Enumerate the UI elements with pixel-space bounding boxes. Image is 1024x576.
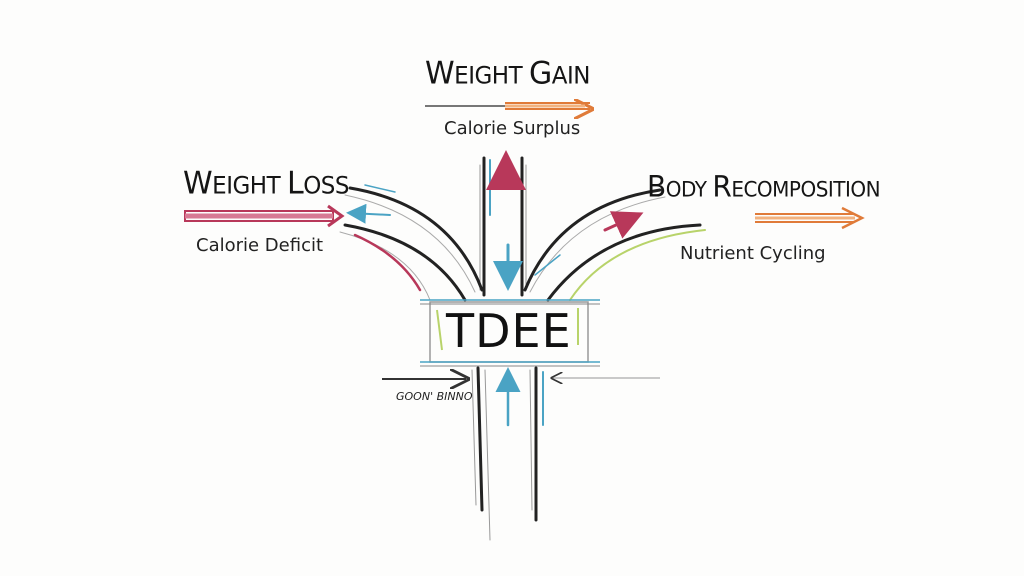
loss-arrow	[184, 204, 345, 228]
title-char: L	[286, 165, 304, 202]
annotation-label: GOON' BINNO	[396, 390, 473, 403]
branch-subtitle-recomp: Nutrient Cycling	[680, 243, 826, 264]
title-char: ODY	[665, 176, 713, 202]
title-char: ECOMPOSITION	[731, 176, 881, 202]
title-char: W	[425, 55, 455, 92]
stem-top	[479, 150, 527, 297]
branch-subtitle-loss: Calorie Deficit	[196, 235, 324, 256]
title-char: G	[528, 55, 552, 92]
gain-arrow	[425, 103, 590, 109]
recomp-arrow	[755, 206, 865, 230]
branch-title-loss: WEIGHT LOSS	[183, 165, 349, 202]
title-char: R	[712, 169, 732, 204]
stem-bottom	[471, 366, 544, 541]
title-char: OSS	[303, 172, 349, 200]
side-arrows	[382, 378, 660, 379]
branch-subtitle-gain: Calorie Surplus	[444, 118, 581, 139]
title-char: EIGHT	[454, 62, 529, 90]
branch-title-gain: WEIGHT GAIN	[425, 55, 590, 92]
branch-left	[339, 184, 484, 302]
title-char: B	[647, 169, 666, 204]
branch-right	[523, 188, 706, 302]
title-char: AIN	[551, 62, 591, 90]
title-char: W	[183, 165, 213, 202]
tdee-label: TDEE	[446, 304, 572, 358]
tdee-box	[420, 299, 600, 367]
title-char: EIGHT	[212, 172, 287, 200]
branch-title-recomp: BODY RECOMPOSITION	[647, 169, 881, 204]
